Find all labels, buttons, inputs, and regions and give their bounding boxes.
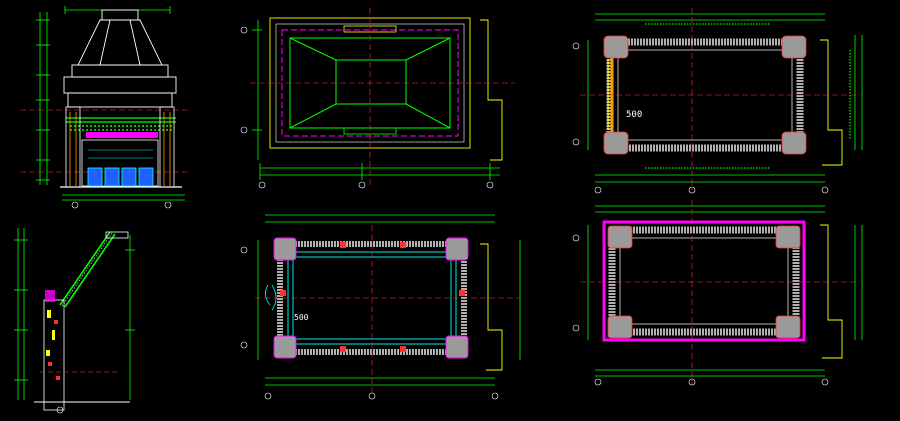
section-drawing	[14, 228, 135, 414]
elevation-magenta-band	[86, 132, 158, 138]
foundation-plan-drawing	[572, 200, 863, 386]
elevation-drawing	[20, 6, 190, 209]
floor-plan-drawing: 500	[240, 214, 521, 400]
floor-plan-dimension: 500	[294, 313, 309, 322]
beam-plan-drawing: 500	[572, 8, 863, 194]
beam-plan-dimension: 500	[626, 110, 642, 120]
roof-plan-drawing	[240, 8, 515, 189]
